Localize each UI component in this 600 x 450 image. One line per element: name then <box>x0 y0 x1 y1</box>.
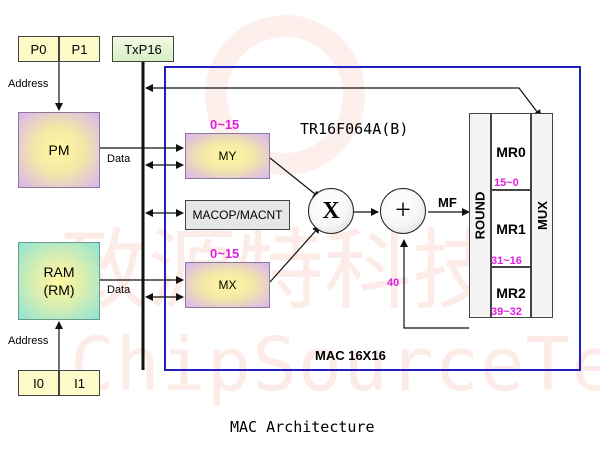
mux-block: MUX <box>531 113 553 318</box>
mx-label: MX <box>218 278 237 292</box>
mr0-label: MR0 <box>496 143 526 160</box>
caption: MAC Architecture <box>230 418 375 436</box>
mr1-label: MR1 <box>496 220 526 237</box>
mux-label: MUX <box>534 201 550 230</box>
multiply-symbol: X <box>322 197 340 224</box>
my-range: 0~15 <box>210 117 240 132</box>
adder-circle: + <box>380 188 426 234</box>
mac-title: MAC 16X16 <box>315 348 386 363</box>
mac-frame <box>164 66 581 371</box>
p0-label: P0 <box>30 41 47 57</box>
feedback-40: 40 <box>387 277 400 289</box>
mx-range: 0~15 <box>210 246 240 261</box>
pm-label: PM <box>48 142 70 158</box>
mr0-bits: 15~0 <box>494 177 519 189</box>
round-block: ROUND <box>469 113 491 318</box>
ram-label: RAM <box>43 264 75 280</box>
chip-name: TR16F064A(B) <box>300 120 409 138</box>
mr0-register: MR0 <box>491 113 531 190</box>
data-label-top: Data <box>107 153 131 165</box>
add-symbol: + <box>395 195 411 226</box>
p1-register: P1 <box>59 36 100 62</box>
pm-block: PM <box>18 112 100 188</box>
macop-label: MACOP/MACNT <box>192 208 283 222</box>
txp16-register: TxP16 <box>112 36 174 62</box>
round-label: ROUND <box>472 191 488 240</box>
i0-label: I0 <box>33 375 44 391</box>
p0-register: P0 <box>18 36 59 62</box>
rm-label: (RM) <box>43 282 75 298</box>
multiplier-circle: X <box>308 188 354 234</box>
my-block: MY <box>185 133 270 179</box>
mr2-register: MR2 <box>491 267 531 318</box>
mr2-bits: 39~32 <box>491 306 522 318</box>
mf-label: MF <box>438 195 457 210</box>
i0-register: I0 <box>18 370 59 396</box>
address-label-top: Address <box>8 78 49 90</box>
p1-label: P1 <box>71 41 88 57</box>
txp16-label: TxP16 <box>124 41 162 57</box>
ram-block: RAM (RM) <box>18 242 100 320</box>
i1-label: I1 <box>74 375 85 391</box>
address-label-bottom: Address <box>8 335 49 347</box>
data-label-bottom: Data <box>107 284 131 296</box>
mr1-register: MR1 <box>491 190 531 267</box>
my-label: MY <box>218 149 237 163</box>
mr1-bits: 31~16 <box>491 255 522 267</box>
mx-block: MX <box>185 262 270 308</box>
mr2-label: MR2 <box>496 284 526 301</box>
macop-block: MACOP/MACNT <box>185 200 290 230</box>
i1-register: I1 <box>59 370 100 396</box>
